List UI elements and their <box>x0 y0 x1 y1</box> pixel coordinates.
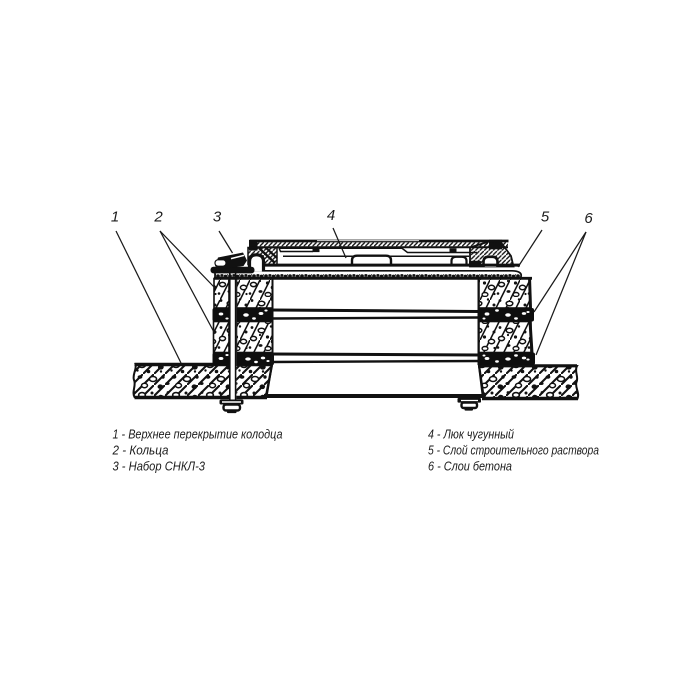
svg-text:2 - Кольца: 2 - Кольца <box>112 443 169 458</box>
svg-text:6 - Слои бетона: 6 - Слои бетона <box>428 459 512 474</box>
svg-text:6: 6 <box>584 210 593 227</box>
svg-text:4 - Люк чугунный: 4 - Люк чугунный <box>428 427 514 442</box>
svg-text:3 - Набор СНКЛ-3: 3 - Набор СНКЛ-3 <box>113 459 206 474</box>
svg-text:4: 4 <box>327 207 335 224</box>
svg-text:1 - Верхнее перекрытие колодца: 1 - Верхнее перекрытие колодца <box>113 427 283 442</box>
svg-text:5 - Слой строительного раствор: 5 - Слой строительного раствора <box>428 443 599 458</box>
svg-text:1: 1 <box>111 209 119 226</box>
svg-text:3: 3 <box>213 209 222 226</box>
svg-text:5: 5 <box>541 209 550 226</box>
svg-text:2: 2 <box>153 209 163 226</box>
